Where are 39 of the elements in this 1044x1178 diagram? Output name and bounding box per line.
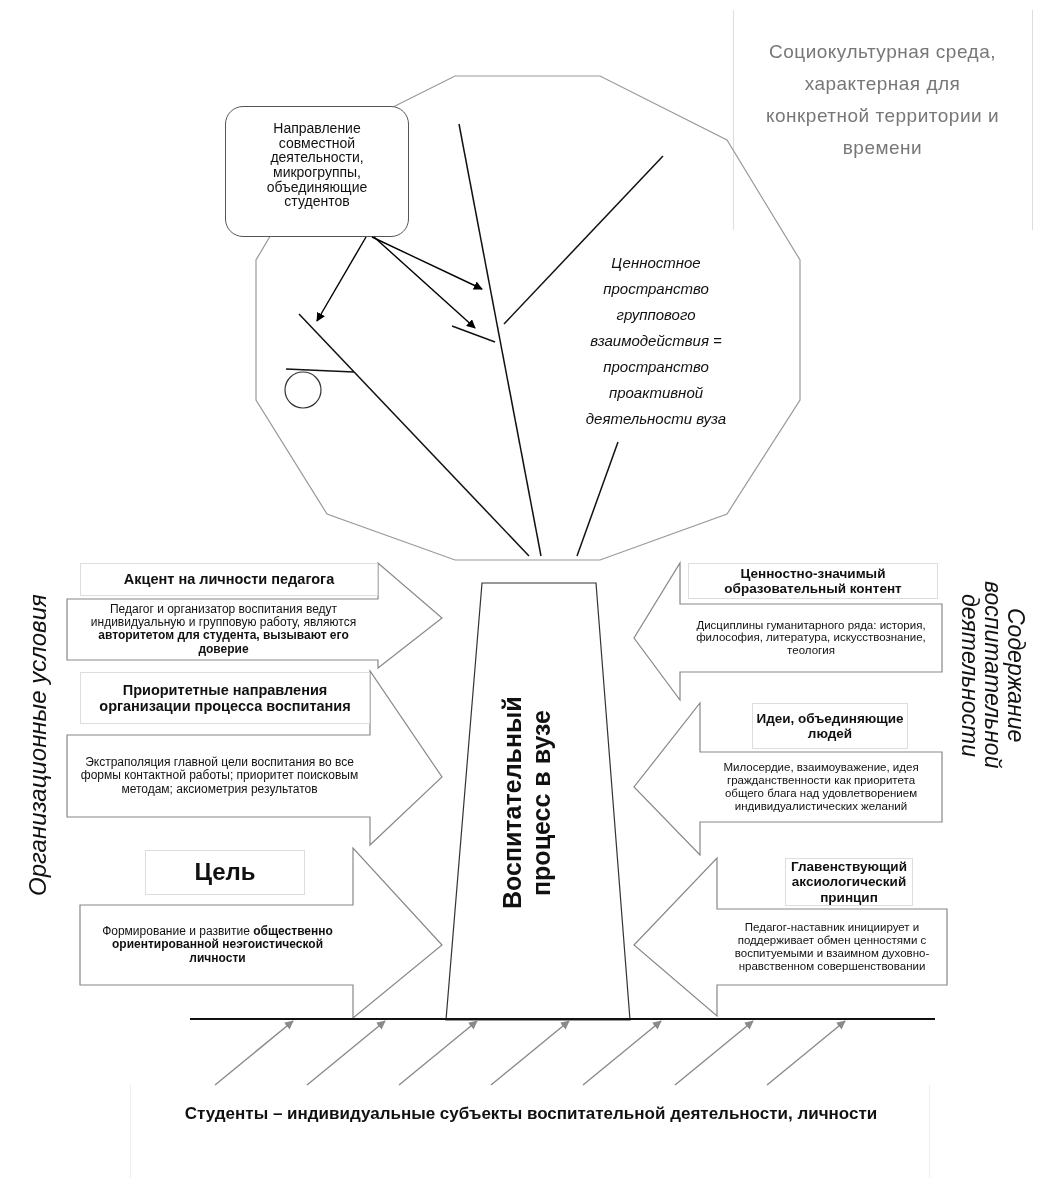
goal-heading: Цель [145, 850, 305, 895]
pentagon-panel [67, 671, 442, 845]
arrow [373, 236, 476, 329]
body-text: Формирование и развитие общественно ориентированной неэгоистической личности [101, 925, 334, 966]
arrow [766, 1020, 846, 1086]
pentagon-panel [634, 563, 942, 700]
context-label: Социокультурная среда, характерная для конкретной территории и времени [764, 40, 1001, 160]
arrow [398, 1020, 478, 1086]
body-text: Экстраполяция главной цели воспитания во все формы контактной работы; приоритет поисковым методам; аксиометрия результатов [79, 756, 360, 797]
arrow [214, 1020, 294, 1086]
section-heading: Ценностно-значимый образовательный контент [688, 563, 938, 599]
section-heading: Идеи, объединяющие людей [752, 703, 908, 749]
section-heading: Акцент на личности педагога [80, 563, 378, 596]
panel-text: Студенты – индивидуальные субъекты воспитательной деятельности, личности [183, 1103, 879, 1125]
arrow [371, 236, 483, 290]
body-text: Милосердие, взаимоуважение, идея гражданственности как приоритета общего блага над удовлетворением индивидуалистических желаний [722, 761, 920, 813]
box-text: Направление совместной деятельности, микрогруппы, объединяющие студентов [265, 121, 369, 210]
text-panel [130, 1085, 930, 1178]
arrow [316, 236, 367, 322]
side-label: Организационные условия [22, 593, 52, 898]
pentagon-panel [67, 563, 442, 668]
pentagon-panel [634, 858, 947, 1016]
pentagon-panel [80, 848, 442, 1018]
trapezoid-shape [446, 583, 630, 1020]
pentagon-panel [634, 703, 942, 855]
side-label: Содержание воспитательной деятельности [956, 580, 1030, 771]
italic-text: Ценностное пространство группового взаимодействия = пространство проактивной деятельности вуза [584, 253, 728, 429]
arrow [490, 1020, 570, 1086]
section-heading: Приоритетные направления организации процесса воспитания [80, 672, 370, 724]
body-text: Педагог и организатор воспитания ведут индивидуальную и групповую работу, являются авторитетом для студента, вызывают его доверие [89, 602, 358, 657]
ground-line [190, 1018, 935, 1020]
body-text: Педагог-наставник инициирует и поддерживает обмен ценностями с воспитуемыми и взаимном духовно-нравственном совершенствовании [733, 921, 931, 973]
body-text: Дисциплины гуманитарного ряда: история, философия, литература, искусствознание, теология [695, 618, 927, 658]
arrow [582, 1020, 662, 1086]
arrow [674, 1020, 754, 1086]
arrow [306, 1020, 386, 1086]
process-title: Воспитательный процесс в вузе [498, 695, 556, 912]
section-heading: Главенствующий аксиологический принцип [785, 858, 913, 906]
rounded-box [225, 106, 409, 237]
